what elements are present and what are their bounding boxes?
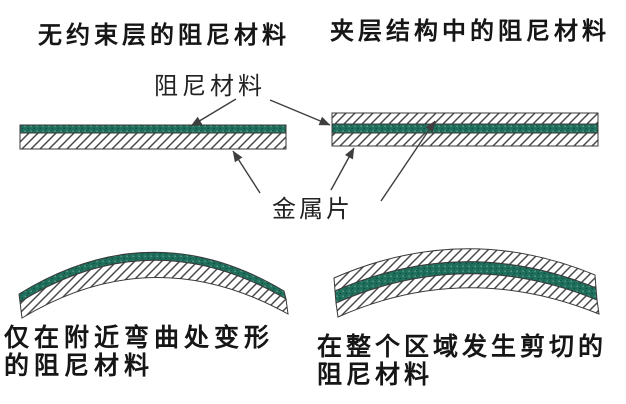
caption-bottom-left: 仅在附近弯曲处变形 的阻尼材料	[4, 324, 274, 380]
damping-layer	[19, 124, 287, 134]
metal-layer-bottom	[331, 132, 599, 147]
arch-unconstrained	[18, 251, 289, 319]
arch-sandwich	[333, 248, 600, 318]
caption-bottom-left-line2: 的阻尼材料	[4, 351, 155, 380]
caption-bottom-right-line2: 阻尼材料	[317, 360, 434, 389]
arrow-metal-to-right-bar-middle	[380, 120, 436, 202]
metal-layer-bottom-arched	[335, 273, 600, 318]
metal-layer	[19, 132, 287, 150]
damping-layer-middle	[331, 123, 599, 134]
caption-bottom-right-line1: 在整个区域发生剪切的	[317, 332, 608, 361]
label-metal-sheet: 金属片	[272, 195, 353, 223]
label-damping-material: 阻尼材料	[154, 72, 266, 100]
arrow-damping-to-left-bar	[190, 98, 237, 127]
caption-bottom-left-line1: 仅在附近弯曲处变形	[4, 323, 275, 352]
flat-bar-unconstrained	[19, 124, 287, 150]
title-unconstrained-damping: 无约束层的阻尼材料	[38, 21, 290, 49]
arrow-metal-to-right-bar-bottom	[330, 147, 355, 191]
flat-bar-sandwich	[331, 112, 599, 147]
caption-bottom-right: 在整个区域发生剪切的 阻尼材料	[317, 333, 607, 389]
callout-arrows	[190, 98, 436, 202]
metal-layer-top	[331, 112, 599, 125]
arrow-metal-to-left-bar	[232, 150, 261, 194]
arrow-damping-to-right-bar	[269, 99, 331, 126]
title-sandwich-damping: 夹层结构中的阻尼材料	[330, 17, 610, 45]
metal-layer-arched	[19, 259, 289, 319]
